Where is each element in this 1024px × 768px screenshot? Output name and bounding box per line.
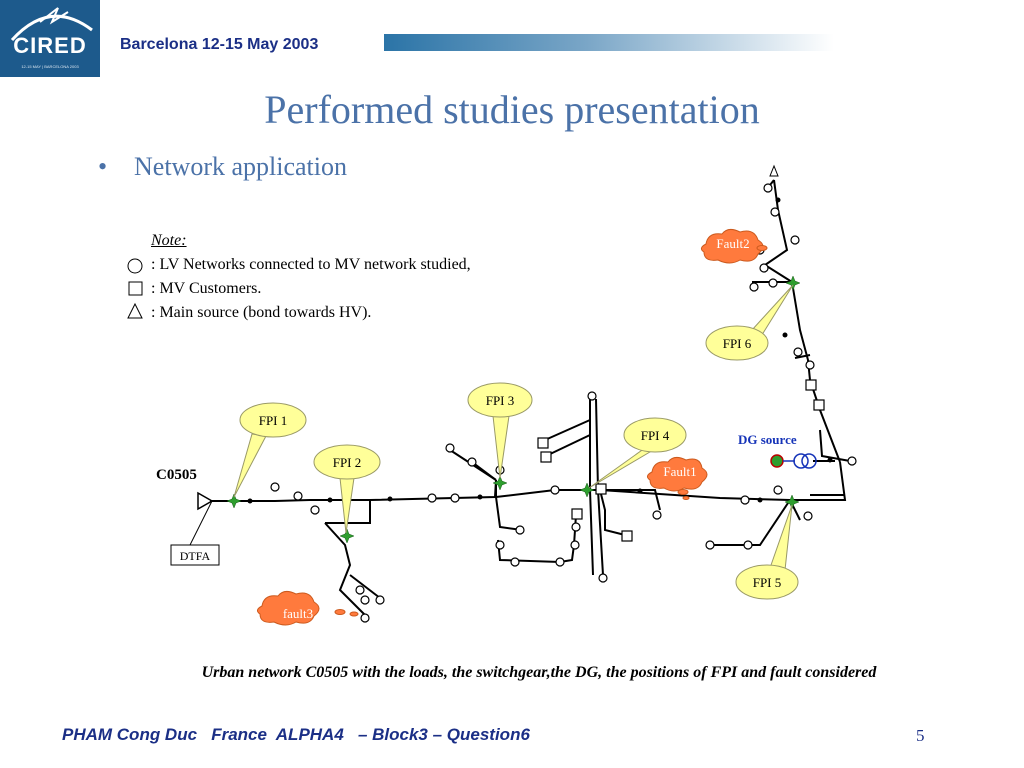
slide-title: Performed studies presentation bbox=[264, 87, 760, 132]
fault3-cloud bbox=[256, 590, 320, 626]
dg-transformer-icon bbox=[793, 453, 809, 469]
mv-customer-nodes bbox=[537, 379, 825, 542]
fpi3-marker-icon bbox=[492, 475, 508, 491]
fault2-label: Fault2 bbox=[716, 236, 749, 251]
legend-square-icon bbox=[128, 281, 143, 296]
legend-circle-icon bbox=[127, 258, 143, 274]
page-number: 5 bbox=[916, 726, 925, 745]
fpi3-callout bbox=[467, 382, 533, 418]
fpi-callouts bbox=[233, 284, 799, 600]
legend-item-source: : Main source (bond towards HV). bbox=[151, 304, 372, 321]
fpi4-callout bbox=[623, 417, 687, 453]
fpi2-marker-icon bbox=[339, 528, 355, 544]
note-heading: Note: bbox=[151, 232, 187, 249]
logo-subtext: 12-15 MAY | BARCELONA 2003 bbox=[21, 64, 79, 69]
fpi6-label: FPI 6 bbox=[723, 336, 752, 351]
hv-bond-triangle-icon bbox=[769, 164, 779, 177]
fpi5-callout bbox=[735, 564, 799, 600]
network-name: C0505 bbox=[156, 467, 197, 483]
fault2-cloud bbox=[700, 228, 764, 264]
fpi2-label: FPI 2 bbox=[333, 455, 362, 470]
dtfa-label: DTFA bbox=[180, 549, 211, 563]
lv-network-nodes bbox=[270, 183, 857, 623]
diagram-caption: Urban network C0505 with the loads, the … bbox=[201, 664, 877, 681]
switchgear-points bbox=[247, 197, 833, 504]
fpi6-marker-icon bbox=[785, 275, 801, 291]
bullet-dot: • bbox=[98, 152, 108, 181]
fpi1-callout bbox=[239, 402, 307, 438]
main-source-triangle-icon bbox=[197, 491, 214, 511]
cired-logo: CIRED 12-15 MAY | BARCELONA 2003 bbox=[0, 0, 100, 77]
conference-label: Barcelona 12-15 May 2003 bbox=[120, 36, 319, 53]
header-gradient-bar bbox=[384, 34, 834, 51]
logo-arc-icon bbox=[10, 7, 93, 42]
fpi4-marker-icon bbox=[579, 482, 595, 498]
fpi2-callout bbox=[313, 444, 381, 480]
legend-item-lv: : LV Networks connected to MV network st… bbox=[151, 256, 471, 273]
fault1-label: Fault1 bbox=[663, 464, 696, 479]
fpi6-callout bbox=[705, 325, 769, 361]
bullet-text: Network application bbox=[134, 152, 347, 181]
fault1-cloud bbox=[646, 456, 708, 492]
fault3-label: fault3 bbox=[283, 606, 313, 621]
fpi3-label: FPI 3 bbox=[486, 393, 515, 408]
dg-generator-icon bbox=[770, 454, 784, 468]
legend-symbols bbox=[127, 258, 143, 319]
fpi5-label: FPI 5 bbox=[753, 575, 782, 590]
fpi4-label: FPI 4 bbox=[641, 428, 670, 443]
bullet-item: • Network application bbox=[98, 152, 347, 182]
legend-triangle-icon bbox=[127, 302, 143, 319]
logo-text: CIRED bbox=[13, 33, 87, 58]
fpi1-marker-icon bbox=[226, 493, 242, 509]
dg-source-label: DG source bbox=[738, 432, 797, 447]
fault-clouds bbox=[256, 228, 768, 626]
footer-text: PHAM Cong Duc France ALPHA4 – Block3 – Q… bbox=[62, 725, 530, 744]
legend-item-mv: : MV Customers. bbox=[151, 280, 262, 297]
fpi1-label: FPI 1 bbox=[259, 413, 288, 428]
dtfa-box bbox=[170, 544, 220, 566]
